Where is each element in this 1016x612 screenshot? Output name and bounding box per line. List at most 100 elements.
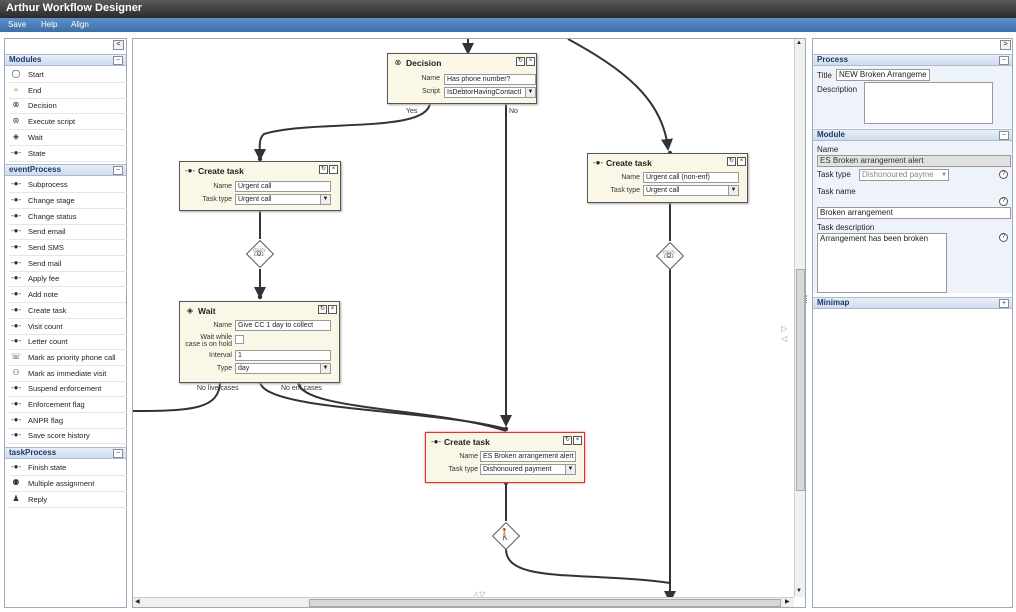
node-edit-icon[interactable]: ↻	[318, 305, 327, 314]
process-title-input[interactable]: NEW Broken Arrangeme	[836, 69, 930, 81]
task-name-field[interactable]: Urgent call (non-enf)	[643, 172, 739, 183]
module-item[interactable]: ●End	[9, 84, 127, 97]
expand-right-icon[interactable]: ▷	[781, 324, 788, 333]
module-item[interactable]: ⊗Decision	[9, 99, 127, 112]
task-name-field[interactable]: ES Broken arrangement alert	[480, 451, 576, 462]
help-icon[interactable]: ?	[999, 197, 1008, 206]
module-item[interactable]: -●-Subprocess	[9, 178, 127, 191]
section-header-0[interactable]: Modules−	[5, 54, 126, 66]
expand-section-icon[interactable]: +	[999, 299, 1009, 308]
minimap-section-header[interactable]: Minimap +	[813, 297, 1012, 309]
task-type-select[interactable]: Urgent call▼	[235, 194, 331, 205]
module-item[interactable]: -●-Send mail	[9, 257, 127, 270]
create-task-urgent-call-node[interactable]: -●- Create task ↻ × Name Urgent call Tas…	[179, 161, 341, 211]
scroll-left-icon[interactable]: ◀	[135, 599, 140, 605]
module-item[interactable]: -●-Visit count	[9, 320, 127, 333]
module-item[interactable]: -●-Change status	[9, 210, 127, 223]
module-item[interactable]: ☏Mark as priority phone call	[9, 351, 127, 364]
module-item-label: Decision	[28, 101, 57, 111]
name-label: Name	[213, 183, 232, 190]
menu-align[interactable]: Align	[71, 20, 89, 29]
module-item[interactable]: -●-State	[9, 147, 127, 160]
wait-type-select[interactable]: day▼	[235, 363, 331, 374]
section-header-2[interactable]: taskProcess −	[5, 447, 126, 460]
wait-on-hold-checkbox[interactable]	[235, 335, 244, 344]
expand-left-icon[interactable]: ◁	[781, 334, 788, 343]
left-splitter-handle[interactable]	[126, 295, 129, 303]
right-splitter-handle[interactable]	[806, 295, 809, 303]
module-item[interactable]: -●-Save score history	[9, 429, 127, 442]
vertical-scrollbar[interactable]: ▲ ▼	[794, 39, 805, 597]
module-item[interactable]: ♟Reply	[9, 493, 127, 506]
module-item[interactable]: -●-Create task	[9, 304, 127, 317]
node-edit-icon[interactable]: ↻	[319, 165, 328, 174]
module-item[interactable]: -●-ANPR flag	[9, 414, 127, 427]
create-task-urgent-call-non-enf-node[interactable]: -●- Create task ↻ × Name Urgent call (no…	[587, 153, 748, 203]
section-title: taskProcess	[9, 448, 57, 458]
collapse-left-panel-button[interactable]: <	[113, 40, 124, 50]
decision-name-field[interactable]: Has phone number?	[444, 74, 536, 85]
module-item-label: State	[28, 148, 46, 158]
module-item[interactable]: -●-Change stage	[9, 194, 127, 207]
task-name-field[interactable]: Urgent call	[235, 181, 331, 192]
decision-script-select[interactable]: IsDebtorHavingContactI▼	[444, 87, 536, 98]
decision-node[interactable]: ⊗ Decision ↻ × Name Has phone number? Sc…	[387, 53, 537, 104]
module-item[interactable]: ⚉Multiple assignment	[9, 477, 127, 490]
collapse-section-icon[interactable]: −	[113, 166, 123, 176]
node-edit-icon[interactable]: ↻	[563, 436, 572, 445]
module-task-name-input[interactable]: Broken arrangement	[817, 207, 1011, 219]
module-item[interactable]: ◈Wait	[9, 131, 127, 144]
module-item[interactable]: ◯Start	[9, 68, 127, 81]
module-item[interactable]: -●-Letter count	[9, 335, 127, 348]
vertical-scroll-thumb[interactable]	[796, 269, 805, 491]
help-icon[interactable]: ?	[999, 170, 1008, 179]
module-task-description-textarea[interactable]: Arrangement has been broken	[817, 233, 947, 293]
item-divider	[9, 270, 127, 272]
module-section-header[interactable]: Module −	[813, 129, 1012, 141]
module-item[interactable]: ⊛Execute script	[9, 115, 127, 128]
collapse-section-icon[interactable]: −	[113, 56, 123, 65]
expand-vertical-icon[interactable]: △▽	[473, 590, 486, 599]
module-item[interactable]: -●-Enforcement flag	[9, 398, 127, 411]
create-task-broken-arrangement-node[interactable]: -●- Create task ↻ × Name ES Broken arran…	[425, 432, 585, 483]
menu-save[interactable]: Save	[8, 20, 27, 29]
collapse-right-panel-button[interactable]: >	[1000, 40, 1011, 50]
name-label: Name	[621, 174, 640, 181]
scroll-down-icon[interactable]: ▼	[796, 588, 802, 594]
workflow-canvas[interactable]: ⊗ Decision ↻ × Name Has phone number? Sc…	[132, 38, 806, 608]
module-item[interactable]: -●-Apply fee	[9, 272, 127, 285]
wait-icon: ◈	[12, 131, 20, 141]
node-edit-icon[interactable]: ↻	[516, 57, 525, 66]
process-description-textarea[interactable]	[864, 82, 993, 124]
collapse-section-icon[interactable]: −	[999, 56, 1009, 65]
module-item[interactable]: -●-Send email	[9, 225, 127, 238]
menu-help[interactable]: Help	[41, 20, 58, 29]
scroll-up-icon[interactable]: ▲	[796, 40, 802, 46]
title-bar: Arthur Workflow Designer	[0, 0, 1016, 18]
process-section-header[interactable]: Process −	[813, 54, 1012, 66]
horizontal-scrollbar[interactable]: ◀ ▶	[133, 597, 794, 607]
module-item[interactable]: ⚇Mark as immediate visit	[9, 367, 127, 380]
scroll-right-icon[interactable]: ▶	[785, 599, 790, 605]
help-icon[interactable]: ?	[999, 233, 1008, 242]
node-close-icon[interactable]: ×	[328, 305, 337, 314]
interval-field[interactable]: 1	[235, 350, 331, 361]
node-edit-icon[interactable]: ↻	[727, 157, 736, 166]
wait-name-field[interactable]: Give CC 1 day to collect	[235, 320, 331, 331]
module-item[interactable]: -●-Suspend enforcement	[9, 382, 127, 395]
collapse-section-icon[interactable]: −	[113, 449, 123, 459]
collapse-section-icon[interactable]: −	[999, 131, 1009, 140]
module-item[interactable]: -●-Add note	[9, 288, 127, 301]
module-task-type-select[interactable]: Dishonoured payme ▼	[859, 169, 949, 181]
module-item[interactable]: -●-Send SMS	[9, 241, 127, 254]
node-close-icon[interactable]: ×	[329, 165, 338, 174]
node-close-icon[interactable]: ×	[526, 57, 535, 66]
horizontal-scroll-thumb[interactable]	[309, 599, 781, 607]
node-close-icon[interactable]: ×	[573, 436, 582, 445]
task-type-select[interactable]: Urgent call▼	[643, 185, 739, 196]
module-item[interactable]: -●-Finish state	[9, 461, 127, 474]
task-type-select[interactable]: Dishonoured payment▼	[480, 464, 576, 475]
section-header-1[interactable]: eventProcess−	[5, 164, 126, 177]
node-close-icon[interactable]: ×	[737, 157, 746, 166]
wait-node[interactable]: ◈ Wait ↻ × Name Give CC 1 day to collect…	[179, 301, 340, 383]
